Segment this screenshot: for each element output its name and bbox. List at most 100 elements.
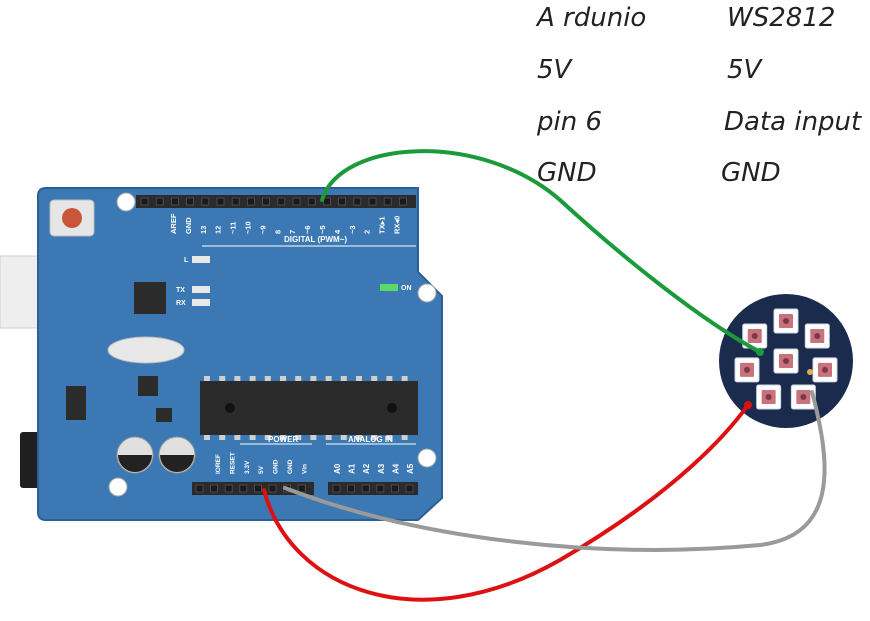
digital-pin — [216, 197, 225, 206]
digital-pin — [140, 197, 149, 206]
chip-leg — [340, 435, 347, 440]
digital-pin — [231, 197, 240, 206]
chip-leg — [234, 435, 241, 440]
table-row-data-arduino: pin 6 — [537, 107, 603, 137]
digital-pin — [262, 197, 271, 206]
ws2812-led-center — [751, 333, 758, 340]
small-chip — [138, 376, 158, 396]
crystal — [107, 336, 185, 364]
chip-leg — [325, 376, 332, 381]
power-pin-label: GND — [273, 459, 280, 474]
led-label-tx: TX — [176, 287, 185, 294]
power-pin — [224, 484, 233, 493]
led-label-rx: RX — [176, 300, 186, 307]
digital-pin-label: ~9 — [258, 225, 267, 234]
digital-pin-label: ~11 — [229, 222, 238, 234]
power-pin-label: IOREF — [215, 454, 222, 474]
power-pin — [195, 484, 204, 493]
ws2812-led-center — [814, 333, 821, 340]
table-row-gnd-arduino: GND — [537, 158, 597, 188]
chip-leg — [386, 435, 393, 440]
transistor — [156, 408, 172, 422]
ground-wire — [283, 390, 827, 552]
digital-pin — [398, 197, 407, 206]
analog-pin-label: A1 — [348, 463, 357, 474]
chip-leg — [340, 376, 347, 381]
digital-pin — [292, 197, 301, 206]
power-pin — [239, 484, 248, 493]
analog-pin-label: A3 — [377, 463, 386, 474]
analog-pin-label: A0 — [333, 463, 342, 474]
power-pin-label: GND — [287, 459, 294, 474]
analog-pin — [347, 484, 356, 493]
chip-leg — [249, 435, 256, 440]
analog-pin — [390, 484, 399, 493]
chip-leg — [295, 435, 302, 440]
chip-leg — [401, 435, 408, 440]
mount-hole — [108, 477, 128, 497]
digital-pin-label: 8 — [273, 230, 282, 234]
power-label: POWER — [268, 435, 298, 444]
ws2812-led-center — [783, 358, 789, 364]
chip-leg — [310, 376, 317, 381]
analog-pin-label: A2 — [362, 463, 371, 474]
ws2812-led-center — [800, 394, 807, 401]
analog-pin — [405, 484, 414, 493]
table-row-gnd-ws2812: GND — [721, 158, 781, 188]
led-label-l: L — [184, 257, 189, 264]
mount-hole — [417, 283, 437, 303]
digital-pin — [277, 197, 286, 206]
chip-leg — [219, 435, 226, 440]
mount-hole — [116, 192, 136, 212]
reset-button-cap[interactable] — [62, 208, 82, 228]
vcc-pad — [744, 401, 752, 409]
table-row-data-ws2812: Data input — [724, 107, 862, 137]
digital-pin-label: ~3 — [348, 225, 357, 234]
digital-pin — [246, 197, 255, 206]
analog-pin — [376, 484, 385, 493]
chip-leg — [325, 435, 332, 440]
analog-pin — [361, 484, 370, 493]
analog-header — [328, 482, 418, 495]
led-label-on: ON — [401, 285, 412, 292]
digital-pin-label: 7 — [288, 230, 297, 234]
chip-leg — [264, 376, 271, 381]
table-row-5v-arduino: 5V — [537, 55, 572, 85]
digital-pin — [186, 197, 195, 206]
chip-leg — [295, 376, 302, 381]
table-row-5v-ws2812: 5V — [727, 55, 762, 85]
chip-leg — [264, 435, 271, 440]
ws2812-led-center — [765, 394, 772, 401]
digital-pin — [170, 197, 179, 206]
data-in-pad — [756, 348, 764, 356]
chip-leg — [356, 376, 362, 381]
power-pin-label: 3.3V — [244, 460, 251, 474]
chip-leg — [249, 376, 256, 381]
ws2812-led-center — [744, 366, 751, 373]
voltage-regulator — [66, 386, 86, 420]
power-pin — [268, 484, 277, 493]
led-l — [192, 256, 210, 263]
analog-label: ANALOG IN — [348, 435, 393, 444]
chip-leg — [280, 376, 286, 381]
digital-pin — [368, 197, 377, 206]
table-header-ws2812: WS2812 — [727, 3, 836, 33]
digital-label: DIGITAL (PWM~) — [284, 235, 347, 244]
power-pin-label: Vin — [301, 464, 308, 474]
digital-pin-label: RX◂0 — [393, 216, 402, 234]
usb-chip — [134, 282, 166, 314]
chip-leg — [371, 435, 378, 440]
digital-pin-label: ~5 — [318, 225, 327, 234]
power-pin — [210, 484, 219, 493]
ws2812-led-center — [783, 318, 789, 324]
chip-leg — [204, 435, 210, 440]
chip-leg — [401, 376, 408, 381]
digital-pin-label: 2 — [363, 230, 372, 234]
digital-pin — [307, 197, 316, 206]
digital-pin — [353, 197, 362, 206]
chip-leg — [356, 435, 362, 440]
power-pin-label: 5V — [258, 465, 265, 474]
power-pin-label: RESET — [229, 452, 236, 474]
digital-pin-label: AREF — [169, 213, 178, 234]
